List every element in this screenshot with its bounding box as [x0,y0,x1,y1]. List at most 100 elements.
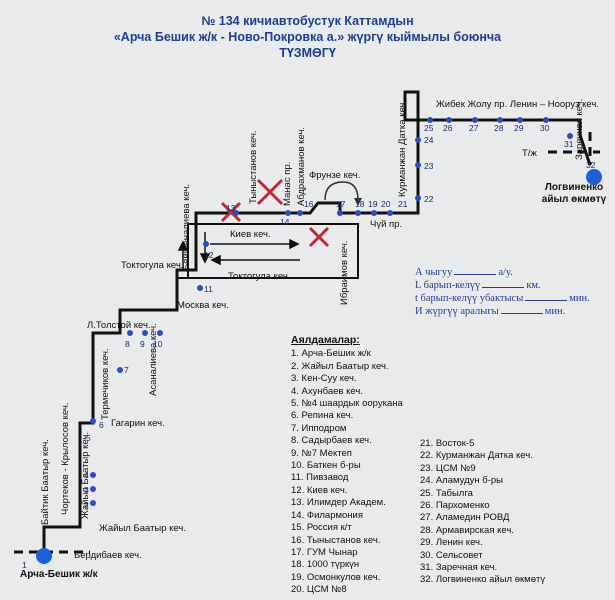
stop-list-item: 14. Филармония [291,509,363,521]
stop-list-item: 17. ГУМ Чынар [291,546,358,558]
stop-marker [371,210,377,216]
stop-list-item: 16. Тыныстанов кеч. [291,534,381,546]
street-gagarin: Гагарин кеч. [111,418,165,429]
stop-number: 1 [22,560,27,570]
stop-marker [297,210,303,216]
stop-marker [337,210,343,216]
stop-number: 7 [124,365,129,375]
stop-list-item: 29. Ленин кеч. [420,537,483,549]
info-a-label: А чыгуу [415,267,453,278]
stop-marker [567,133,573,139]
stop-number: 28 [494,123,504,133]
street-beishenalieva: Бейшеналиева кеч. [181,183,192,270]
stop-number: 24 [424,135,434,145]
stop-list-item: 20. ЦСМ №8 [291,584,347,596]
stop-marker [543,117,549,123]
terminal-start-marker [36,548,52,564]
stops-title: Аялдамалар: [291,334,360,346]
info-i-unit: мин. [544,306,566,317]
stop-number: 27 [469,123,479,133]
stop-list-item: 7. Ипподром [291,422,347,434]
stop-marker [127,330,133,336]
street-manas: Манас пр. [282,161,293,206]
stop-marker [142,330,148,336]
stop-marker [117,367,123,373]
street-tolstoy: Л.Толстой кеч. [87,320,151,331]
stop-number: 16 [304,199,314,209]
stop-marker [415,137,421,143]
stop-list-item: 10. Баткен б-ры [291,460,361,472]
stop-number: 21 [398,199,408,209]
stop-marker [415,162,421,168]
street-berdibaev: Бердибаев кеч. [74,550,142,561]
stop-list-item: 2. Жайыл Баатыр кеч. [291,360,389,372]
street-toktogula-1: Токтогула кеч. [121,260,184,271]
stop-list-item: 1. Арча-Бешик ж/к [291,348,371,360]
terminal-end-marker [586,169,602,185]
info-a-unit: а/у. [498,267,513,278]
stop-list-item: 18. 1000 түркүн [291,559,360,571]
stop-number: 22 [424,194,434,204]
street-abdrakhmanov: Абдрахманов кеч. [296,126,307,206]
stop-number: 2 [84,500,89,510]
street-kiev: Киев кеч. [230,229,271,240]
stop-number: 13 [226,203,236,213]
stop-number: 6 [99,420,104,430]
stop-marker [197,285,203,291]
stop-number: 14 [280,217,290,227]
stop-list-item: 13. Илимдер Академ. [291,497,386,509]
stop-list-item: 26. Пархоменко [420,500,490,512]
stop-list-item: 12. Киев кеч. [291,484,348,496]
street-zhaiyl-baatyr-h: Жайыл Баатыр кеч. [99,523,186,534]
info-t-label: t барып-келүү убактысы [415,293,524,304]
stop-number: 19 [368,199,378,209]
street-ibraimov: Ибраимов кеч. [339,240,350,305]
stop-number: 25 [424,123,434,133]
info-l-unit: км. [526,280,541,291]
stop-number: 32 [586,160,596,170]
stop-marker [497,117,503,123]
stop-marker [285,210,291,216]
street-chortekov: Чортеков - Крылосов кеч. [60,402,71,515]
route-return-line [187,223,359,279]
stop-number: 31 [564,139,574,149]
street-tynystanov: Тыныстанов кеч. [248,130,259,204]
stop-number: 8 [125,339,130,349]
stop-list-item: 5. №4 шаардык оорукана [291,398,403,410]
stop-marker [157,330,163,336]
street-moskva: Москва кеч. [177,300,229,311]
stop-list-item: 8. Садырбаев кеч. [291,435,372,447]
stop-number: 18 [355,199,365,209]
stop-list-item: 21. Восток-5 [420,438,475,449]
stop-number: 11 [204,284,213,294]
stop-list-item: 9. №7 Мектеп [291,447,352,459]
info-t-unit: мин. [569,293,590,304]
stop-list-item: 23. ЦСМ №9 [420,462,476,474]
stop-marker [517,117,523,123]
closed-crossings [220,178,330,248]
stop-number: 9 [140,339,145,349]
stop-number: 4 [84,470,89,480]
stop-marker [233,210,239,216]
street-chui: Чүй пр. [370,219,403,230]
stop-list-item: 4. Ахунбаев кеч. [291,385,363,397]
stop-list-item: 11. Пивзавод [291,472,349,484]
street-asanalieva: Асаналиева кеч. [148,323,159,396]
terminal-archa-beshik: Арча-Бешик ж/к [20,569,98,580]
stop-marker [90,418,96,424]
terminal-logvinenko: Логвиненко айыл өкмөтү [541,182,607,205]
stop-list-item: 19. Осмонкулов кеч. [291,571,381,583]
street-toktogula-2: Токтогула кеч. [228,271,291,282]
stop-marker [415,195,421,201]
stop-number: 23 [424,161,434,171]
stop-marker [387,210,393,216]
stop-list-item: 24. Аламудун б-ры [420,475,503,487]
stop-list-item: 28. Армавирская кеч. [420,524,514,536]
street-zarechnaya: Заречная кеч. [574,98,585,160]
stop-list-item: 32. Логвиненко айыл өкмөтү [420,574,546,586]
street-baitik: Байтик Баатыр кеч. [40,439,51,525]
